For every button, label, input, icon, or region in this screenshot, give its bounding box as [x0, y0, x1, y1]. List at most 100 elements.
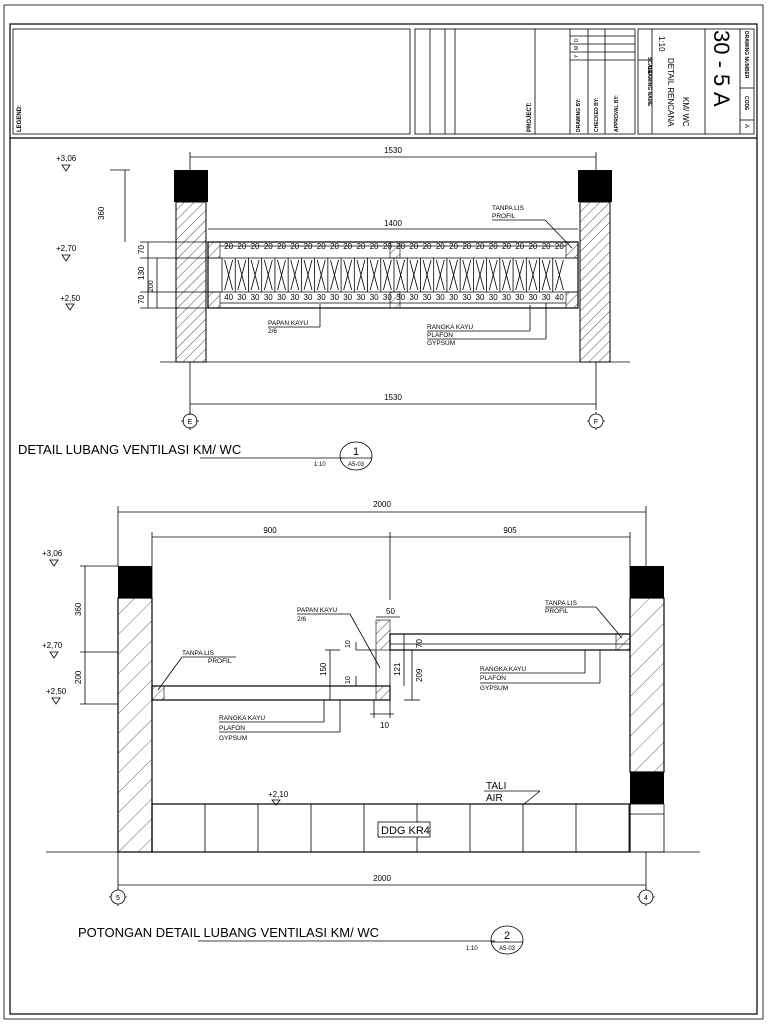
svg-text:PLAFON: PLAFON — [480, 675, 506, 682]
level-mark-306-b: +3,06 — [42, 549, 63, 567]
svg-text:PAPAN KAYU: PAPAN KAYU — [268, 320, 308, 327]
svg-text:70: 70 — [415, 639, 424, 648]
svg-text:130: 130 — [137, 266, 146, 280]
svg-text:PROFIL: PROFIL — [492, 213, 516, 220]
svg-text:POTONGAN DETAIL LUBANG VENTILA: POTONGAN DETAIL LUBANG VENTILASI KM/ WC — [78, 925, 379, 940]
rafter-label-bottom: 30 — [409, 293, 418, 302]
rafter-label-top: 20 — [237, 242, 246, 251]
callout-tanpa-lis-right: TANPA LIS PROFIL — [545, 600, 623, 639]
detail-1: +3,06 +2,70 +2,50 1530 360 — [18, 146, 630, 471]
ventilation-slats — [221, 258, 564, 292]
drawing-name-line1: KM/ WC — [681, 97, 690, 127]
rev-col-m: M — [574, 46, 580, 50]
level-mark-270-b: +2,70 — [42, 641, 63, 659]
rafter-label-bottom: 30 — [502, 293, 511, 302]
rafter-label-top: 20 — [542, 242, 551, 251]
detail-2-title: POTONGAN DETAIL LUBANG VENTILASI KM/ WC … — [78, 925, 524, 955]
rafter-label-top: 20 — [251, 242, 260, 251]
svg-text:DDG KR4: DDG KR4 — [381, 825, 430, 837]
svg-text:2000: 2000 — [373, 500, 391, 509]
callout-rangka-kayu-left: RANGKA KAYU PLAFON GYPSUM — [219, 700, 341, 742]
svg-text:RANGKA KAYU: RANGKA KAYU — [219, 715, 265, 722]
svg-text:+2,70: +2,70 — [56, 244, 77, 253]
svg-text:1530: 1530 — [384, 393, 402, 402]
slat-brace — [290, 259, 300, 291]
rafter-label-bottom: 30 — [251, 293, 260, 302]
slat-brace — [554, 259, 564, 291]
svg-text:RANGKA KAYU: RANGKA KAYU — [480, 666, 526, 673]
rafter-label-bottom: 30 — [317, 293, 326, 302]
vent-step — [356, 649, 391, 701]
rafter-label-bottom: 30 — [515, 293, 524, 302]
slat-brace — [541, 259, 551, 291]
rafter-label-top: 20 — [317, 242, 326, 251]
svg-text:TANPA LIS: TANPA LIS — [182, 650, 215, 657]
callout-papan-kayu-1: PAPAN KAYU 2/6 — [268, 304, 321, 335]
svg-text:1400: 1400 — [384, 219, 402, 228]
svg-text:+2,50: +2,50 — [60, 294, 81, 303]
detail-2: 2000 900 905 +3,06 +2,70 +2,50 — [42, 500, 700, 955]
svg-text:A5-03: A5-03 — [499, 946, 516, 952]
rafter-label-top: 20 — [462, 242, 471, 251]
svg-text:GYPSUM: GYPSUM — [480, 685, 508, 692]
drawing-number: 30 - 5 — [709, 30, 734, 86]
rafter-label-bottom: 30 — [489, 293, 498, 302]
svg-text:F: F — [594, 419, 598, 426]
rafter-label-top: 20 — [264, 242, 273, 251]
rev-letter: A — [709, 92, 734, 107]
svg-text:1:10: 1:10 — [466, 946, 478, 952]
callout-rangka-kayu-right: RANGKA KAYU PLAFON GYPSUM — [480, 650, 601, 692]
svg-text:200: 200 — [148, 280, 155, 292]
rafter-label-bottom: 30 — [449, 293, 458, 302]
rafter-label-bottom: 30 — [290, 293, 299, 302]
svg-text:905: 905 — [503, 526, 517, 535]
slat-brace — [422, 259, 432, 291]
svg-text:A5-03: A5-03 — [348, 462, 365, 468]
svg-text:+2,10: +2,10 — [268, 790, 289, 799]
rafter-label-bottom: 30 — [383, 293, 392, 302]
slat-brace — [277, 259, 286, 291]
rafter-label-top: 20 — [489, 242, 498, 251]
svg-text:5: 5 — [116, 895, 120, 902]
slat-brace — [462, 259, 472, 291]
svg-text:TANPA LIS: TANPA LIS — [492, 205, 525, 212]
svg-text:+2,50: +2,50 — [46, 687, 67, 696]
ventilation-frame — [207, 241, 579, 309]
dim-1400: 1400 — [208, 219, 578, 230]
rafter-label-bottom: 30 — [264, 293, 273, 302]
rev-col-y: Y — [574, 54, 580, 58]
svg-text:PLAFON: PLAFON — [427, 332, 453, 339]
callout-rangka-kayu-1: RANGKA KAYU PLAFON GYPSUM — [427, 303, 547, 347]
svg-text:360: 360 — [74, 602, 83, 616]
rafter-label-top: 20 — [343, 242, 352, 251]
slat-brace — [250, 259, 260, 291]
scale-label: SCALE — [646, 57, 652, 75]
slat-brace — [475, 259, 485, 291]
slat-brace — [237, 259, 247, 291]
slat-brace — [369, 259, 379, 291]
svg-text:PROFIL: PROFIL — [545, 608, 569, 615]
drawing-name-label: DRAWING NAME — [646, 66, 652, 107]
callout-tanpa-lis-left: TANPA LIS PROFIL — [157, 650, 236, 691]
rafter-label-top: 20 — [449, 242, 458, 251]
dim-1530-top: 1530 — [189, 146, 597, 170]
svg-text:+3,06: +3,06 — [56, 154, 77, 163]
svg-text:900: 900 — [263, 526, 277, 535]
slat-brace — [515, 259, 525, 291]
callout-tanpa-lis-1: TANPA LIS PROFIL — [492, 205, 573, 249]
grid-bubble-f: F — [587, 412, 605, 430]
code-value: A — [743, 124, 749, 128]
dim-local-2: 50 10 150 10 121 209 70 10 — [319, 607, 424, 730]
svg-text:2000: 2000 — [373, 874, 391, 883]
rafter-label-bottom: 30 — [396, 293, 405, 302]
rafter-label-bottom: 30 — [528, 293, 537, 302]
rafter-label-bottom: 40 — [555, 293, 564, 302]
rafter-label-top: 20 — [436, 242, 445, 251]
rafter-label-top: 20 — [502, 242, 511, 251]
svg-text:1:10: 1:10 — [314, 462, 326, 468]
svg-text:2/6: 2/6 — [297, 616, 306, 623]
checked-by-label: CHECKED BY: — [594, 97, 600, 132]
